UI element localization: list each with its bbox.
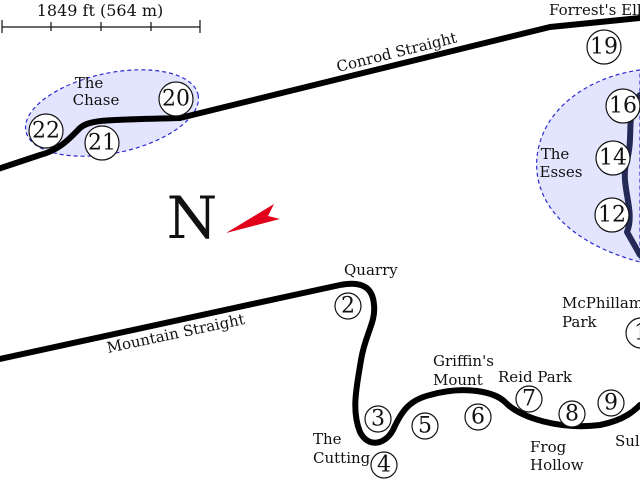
turn-marker-14: 14 — [595, 140, 631, 176]
the-esses-label-1: The — [541, 145, 570, 163]
svg-text:22: 22 — [32, 119, 60, 144]
reid-park-label: Reid Park — [498, 368, 573, 386]
turn-marker-12: 12 — [594, 197, 630, 233]
turn-marker-21: 21 — [84, 125, 120, 161]
the-chase-label-1: The — [75, 74, 104, 92]
the-cutting-label-2: Cutting — [313, 449, 371, 467]
griffins-mount-label-2: Mount — [433, 371, 483, 389]
svg-text:14: 14 — [599, 146, 627, 171]
north-label: N — [167, 184, 218, 252]
turn-marker-10: 10 — [625, 317, 640, 349]
turn-marker-6: 6 — [464, 403, 492, 431]
svg-text:2: 2 — [341, 294, 355, 319]
mcphillamy-park-label-1: McPhillamy — [562, 294, 640, 312]
turn-marker-19: 19 — [586, 29, 622, 65]
turn-marker-9: 9 — [597, 389, 625, 417]
svg-text:21: 21 — [88, 131, 116, 156]
turn-marker-22: 22 — [28, 113, 64, 149]
scale-bar: 1849 ft (564 m) — [1, 1, 201, 33]
the-cutting-label-1: The — [313, 430, 342, 448]
frog-hollow-label-2: Hollow — [530, 456, 584, 474]
frog-hollow-label-1: Frog — [530, 438, 567, 456]
scale-label: 1849 ft (564 m) — [37, 1, 164, 20]
svg-text:19: 19 — [590, 35, 618, 60]
svg-text:20: 20 — [162, 87, 190, 112]
svg-text:7: 7 — [522, 387, 536, 412]
turn-marker-2: 2 — [334, 292, 362, 320]
svg-text:6: 6 — [471, 405, 485, 430]
turn-marker-7: 7 — [515, 385, 543, 413]
turn-marker-16: 16 — [605, 88, 640, 124]
griffins-mount-label-1: Griffin's — [433, 352, 494, 370]
svg-text:8: 8 — [565, 402, 579, 427]
the-chase-area — [24, 69, 200, 157]
turn-marker-3: 3 — [364, 405, 392, 433]
the-esses-label-2: Esses — [540, 163, 583, 181]
svg-text:16: 16 — [609, 94, 637, 119]
the-chase-label-2: Chase — [73, 91, 120, 109]
north-arrow-icon — [226, 204, 280, 233]
quarry-label: Quarry — [344, 261, 398, 279]
turn-marker-8: 8 — [558, 400, 586, 428]
svg-text:3: 3 — [371, 407, 385, 432]
turn-marker-5: 5 — [411, 412, 439, 440]
svg-text:12: 12 — [598, 203, 626, 228]
turn-marker-20: 20 — [158, 81, 194, 117]
svg-text:5: 5 — [418, 414, 432, 439]
svg-text:10: 10 — [634, 321, 640, 346]
svg-text:9: 9 — [604, 391, 618, 416]
track-mountain-section — [0, 280, 640, 446]
track-conrod-chase — [0, 15, 640, 172]
mcphillamy-park-label-2: Park — [562, 313, 598, 331]
turn-marker-4: 4 — [370, 451, 398, 479]
svg-text:4: 4 — [377, 453, 391, 478]
forrests-elbow-label: Forrest's Elbow — [549, 1, 640, 19]
sulman-park-label: Sulman Park — [615, 432, 640, 450]
